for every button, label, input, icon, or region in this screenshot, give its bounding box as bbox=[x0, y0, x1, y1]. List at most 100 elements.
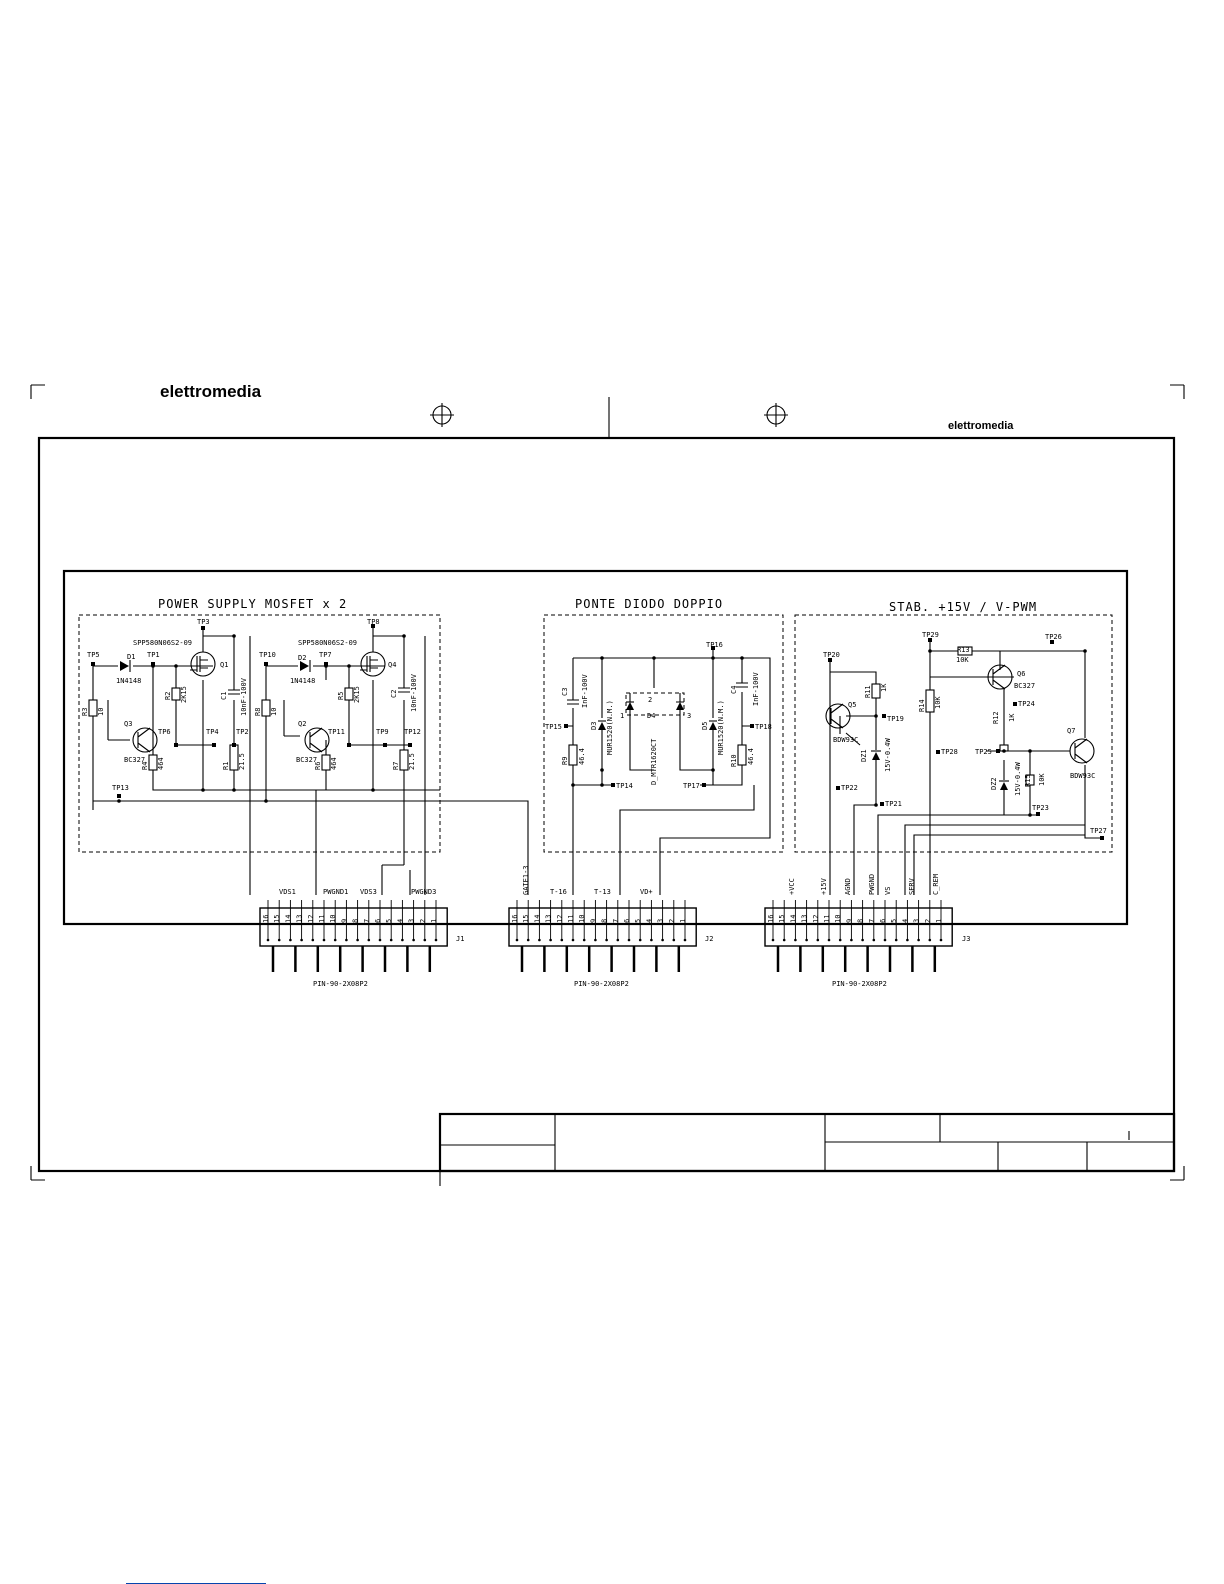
pin-contact bbox=[683, 938, 687, 942]
q2-label: Q2 bbox=[298, 720, 306, 728]
pin-contact bbox=[872, 938, 876, 942]
pin-contact bbox=[838, 938, 842, 942]
r11-label: R11 bbox=[864, 685, 872, 698]
tp4-label: TP4 bbox=[206, 728, 219, 736]
dz2-label: DZ2 bbox=[990, 777, 998, 790]
d4-part-label: D_MTR1620CT bbox=[650, 738, 658, 785]
connector-ref-j2: J2 bbox=[705, 935, 713, 943]
net-label-gate1-3: GATE1-3 bbox=[522, 865, 530, 895]
r8-label: R8 bbox=[254, 708, 262, 716]
pin-contact bbox=[515, 938, 519, 942]
pin-contact bbox=[894, 938, 898, 942]
pin-contact bbox=[412, 938, 415, 942]
r7-value: 21.5 bbox=[408, 753, 416, 770]
r4-value: 464 bbox=[157, 757, 165, 770]
d1-part-label: 1N4148 bbox=[116, 677, 141, 685]
q5-part-label: BDW93C bbox=[833, 736, 858, 744]
r7-label: R7 bbox=[392, 762, 400, 770]
tp2-label: TP2 bbox=[236, 728, 249, 736]
r10-label: R10 bbox=[730, 754, 738, 767]
pin-number: 11 bbox=[823, 915, 831, 923]
tp24-label: TP24 bbox=[1018, 700, 1035, 708]
connector-part-label: PIN-90-2X08P2 bbox=[832, 980, 887, 988]
net-label--15v: +15V bbox=[820, 877, 828, 895]
tp15-label: TP15 bbox=[545, 723, 562, 731]
q4-label: Q4 bbox=[388, 661, 396, 669]
pin-number: 5 bbox=[890, 919, 898, 923]
c1-value: 10nF-100V bbox=[240, 677, 248, 716]
pin-number: 11 bbox=[567, 915, 575, 923]
pin-contact bbox=[939, 938, 943, 942]
tp21-label: TP21 bbox=[885, 800, 902, 808]
pin-number: 9 bbox=[845, 919, 853, 923]
net-label-pwgnd1: PWGND1 bbox=[323, 888, 348, 896]
pin-contact bbox=[906, 938, 909, 942]
pin-number: 3 bbox=[408, 919, 416, 923]
net-label-vs: VS bbox=[884, 887, 892, 895]
tp27-label: TP27 bbox=[1090, 827, 1107, 835]
pin-number: 14 bbox=[789, 915, 797, 923]
pin-number: 15 bbox=[273, 915, 281, 923]
q3-label: Q3 bbox=[124, 720, 132, 728]
stab-circuit bbox=[825, 638, 1104, 895]
pin-number: 15 bbox=[778, 915, 786, 923]
pin-contact bbox=[794, 938, 797, 942]
pin-number: 7 bbox=[363, 919, 371, 923]
pin-contact bbox=[627, 938, 631, 942]
pin-number: 4 bbox=[901, 919, 909, 923]
pin-number: 10 bbox=[578, 915, 586, 923]
pin-number: 5 bbox=[634, 919, 642, 923]
net-label-t-13: T-13 bbox=[594, 888, 611, 896]
q1-part-label: SPP580N06S2-09 bbox=[133, 639, 192, 647]
pin-contact bbox=[549, 938, 552, 942]
c1-label: C1 bbox=[220, 692, 228, 700]
pin-number: 13 bbox=[545, 915, 553, 923]
pin-contact bbox=[928, 938, 932, 942]
d5-label: D5 bbox=[701, 722, 709, 730]
psu-circuit bbox=[88, 624, 529, 895]
net-label-vds1: VDS1 bbox=[279, 888, 296, 896]
tp13-label: TP13 bbox=[112, 784, 129, 792]
pin-contact bbox=[605, 938, 608, 942]
c4-label: C4 bbox=[730, 686, 738, 694]
pin-number: 9 bbox=[340, 919, 348, 923]
r15-label: R15 bbox=[1024, 774, 1032, 787]
registration-mark-right bbox=[764, 403, 788, 427]
pin-number: 10 bbox=[834, 915, 842, 923]
d2-label: D2 bbox=[298, 654, 306, 662]
r4-label: R4 bbox=[141, 762, 149, 770]
r14-label: R14 bbox=[918, 699, 926, 712]
q5-label: Q5 bbox=[848, 701, 856, 709]
r5-value: 2K15 bbox=[353, 686, 361, 703]
pin-number: 14 bbox=[533, 915, 541, 923]
tp18-label: TP18 bbox=[755, 723, 772, 731]
pin-contact bbox=[300, 938, 303, 942]
pin-contact bbox=[805, 938, 808, 942]
q6-part-label: BC327 bbox=[1014, 682, 1035, 690]
r3-label: R3 bbox=[81, 708, 89, 716]
r1-label: R1 bbox=[222, 762, 230, 770]
net-label-c-rem: C_REM bbox=[932, 874, 940, 895]
pin-number: 2 bbox=[668, 919, 676, 923]
pin-number: 16 bbox=[262, 915, 270, 923]
pin-number: 9 bbox=[589, 919, 597, 923]
registration-mark-left bbox=[430, 403, 454, 427]
pin-contact bbox=[345, 938, 348, 942]
pin-contact bbox=[367, 938, 371, 942]
net-label-serv: SERV bbox=[908, 877, 916, 895]
net-label-pwgnd3: PWGND3 bbox=[411, 888, 436, 896]
pin-number: 12 bbox=[307, 915, 315, 923]
pin-contact bbox=[917, 938, 920, 942]
tp17-label: TP17 bbox=[683, 782, 700, 790]
pin-contact bbox=[650, 938, 653, 942]
connector-body bbox=[764, 907, 953, 947]
pin-number: 7 bbox=[612, 919, 620, 923]
pin-number: 12 bbox=[556, 915, 564, 923]
r13-value: 10K bbox=[956, 656, 969, 664]
r6-label: R6 bbox=[314, 762, 322, 770]
tp29-label: TP29 bbox=[922, 631, 939, 639]
logo-right: elettromedia bbox=[948, 420, 1014, 432]
pin-contact bbox=[861, 938, 864, 942]
